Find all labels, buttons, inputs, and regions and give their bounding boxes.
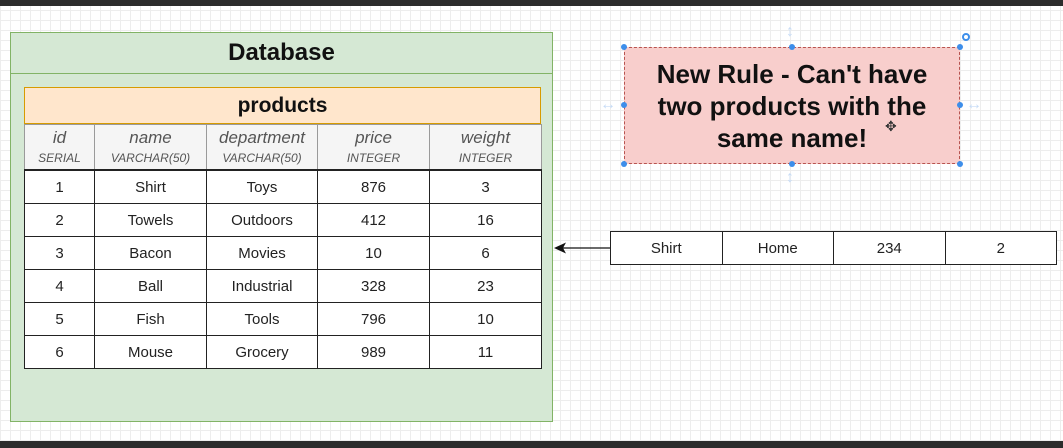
column-type: INTEGER — [458, 151, 513, 165]
column-name: weight — [460, 128, 511, 147]
insert-arrow[interactable] — [550, 240, 612, 260]
cell-name[interactable]: Shirt — [94, 169, 207, 204]
move-cursor-icon: ✥ — [885, 118, 897, 134]
column-header-price[interactable]: price INTEGER — [317, 124, 430, 171]
column-name: name — [129, 128, 172, 147]
rule-note-line: New Rule - Can't have — [656, 58, 928, 89]
cell-id[interactable]: 4 — [24, 269, 95, 303]
cell-weight[interactable]: 23 — [429, 269, 542, 303]
new-row-name[interactable]: Shirt — [610, 231, 723, 265]
column-type: VARCHAR(50) — [110, 151, 191, 165]
arrow-head-icon — [554, 242, 566, 254]
table-row[interactable]: 3 Bacon Movies 10 6 — [24, 236, 542, 270]
cell-department[interactable]: Outdoors — [206, 203, 318, 237]
guide-arrow-left-icon: ↔ — [600, 96, 616, 113]
resize-handle-right[interactable] — [957, 102, 963, 108]
bottom-edge — [0, 441, 1063, 448]
resize-handle-left[interactable] — [621, 102, 627, 108]
cell-name[interactable]: Mouse — [94, 335, 207, 369]
column-name: price — [355, 128, 392, 147]
resize-handle-bottom[interactable] — [789, 161, 795, 167]
table-row[interactable]: 5 Fish Tools 796 10 — [24, 302, 542, 336]
cell-name[interactable]: Bacon — [94, 236, 207, 270]
cell-id[interactable]: 1 — [24, 169, 95, 204]
column-header-id[interactable]: id SERIAL — [24, 124, 95, 171]
column-header-name[interactable]: name VARCHAR(50) — [94, 124, 207, 171]
guide-arrow-up-icon: ↕ — [786, 23, 794, 40]
cell-department[interactable]: Toys — [206, 169, 318, 204]
column-type: INTEGER — [346, 151, 401, 165]
table-row[interactable]: 4 Ball Industrial 328 23 — [24, 269, 542, 303]
cell-id[interactable]: 3 — [24, 236, 95, 270]
cell-id[interactable]: 2 — [24, 203, 95, 237]
guide-arrow-right-icon: ↔ — [966, 96, 982, 113]
cell-weight[interactable]: 11 — [429, 335, 542, 369]
cell-id[interactable]: 6 — [24, 335, 95, 369]
cell-id[interactable]: 5 — [24, 302, 95, 336]
resize-handle-top[interactable] — [789, 44, 795, 50]
cell-price[interactable]: 876 — [317, 169, 430, 204]
cell-weight[interactable]: 16 — [429, 203, 542, 237]
column-type: VARCHAR(50) — [222, 151, 302, 165]
cell-department[interactable]: Movies — [206, 236, 318, 270]
cell-weight[interactable]: 10 — [429, 302, 542, 336]
new-row-weight[interactable]: 2 — [944, 231, 1057, 265]
column-name: id — [52, 128, 67, 147]
table-row[interactable]: 2 Towels Outdoors 412 16 — [24, 203, 542, 237]
cell-department[interactable]: Industrial — [206, 269, 318, 303]
cell-name[interactable]: Fish — [94, 302, 207, 336]
cell-weight[interactable]: 6 — [429, 236, 542, 270]
rotate-handle-icon[interactable] — [962, 33, 970, 41]
column-header-weight[interactable]: weight INTEGER — [429, 124, 542, 171]
guide-arrow-down-icon: ↕ — [786, 169, 794, 186]
cell-department[interactable]: Tools — [206, 302, 318, 336]
rule-note[interactable]: New Rule - Can't have two products with … — [624, 47, 960, 164]
cell-weight[interactable]: 3 — [429, 169, 542, 204]
table-row[interactable]: 6 Mouse Grocery 989 11 — [24, 335, 542, 369]
column-header-department[interactable]: department VARCHAR(50) — [206, 124, 318, 171]
top-edge — [0, 0, 1063, 6]
database-title: Database — [11, 33, 552, 74]
new-row-price[interactable]: 234 — [833, 231, 946, 265]
products-table-title[interactable]: products — [24, 87, 541, 124]
rule-note-line: two products with the — [657, 90, 927, 121]
products-table[interactable]: id SERIAL name VARCHAR(50) department VA… — [24, 124, 542, 369]
cell-price[interactable]: 412 — [317, 203, 430, 237]
rule-note-line: same name! — [716, 122, 868, 153]
column-type: SERIAL — [38, 151, 81, 165]
new-row-department[interactable]: Home — [721, 231, 834, 265]
cell-name[interactable]: Ball — [94, 269, 207, 303]
new-row-table[interactable]: Shirt Home 234 2 — [610, 231, 1057, 265]
rule-note-text: New Rule - Can't have two products with … — [657, 58, 928, 154]
column-name: department — [219, 128, 305, 147]
column-header-row: id SERIAL name VARCHAR(50) department VA… — [24, 124, 542, 171]
resize-handle-bottom-left[interactable] — [621, 161, 627, 167]
cell-price[interactable]: 796 — [317, 302, 430, 336]
cell-price[interactable]: 989 — [317, 335, 430, 369]
resize-handle-top-left[interactable] — [621, 44, 627, 50]
cell-price[interactable]: 328 — [317, 269, 430, 303]
table-row[interactable]: 1 Shirt Toys 876 3 — [24, 169, 542, 204]
cell-price[interactable]: 10 — [317, 236, 430, 270]
cell-name[interactable]: Towels — [94, 203, 207, 237]
table-row[interactable]: Shirt Home 234 2 — [610, 231, 1057, 265]
resize-handle-bottom-right[interactable] — [957, 161, 963, 167]
resize-handle-top-right[interactable] — [957, 44, 963, 50]
cell-department[interactable]: Grocery — [206, 335, 318, 369]
